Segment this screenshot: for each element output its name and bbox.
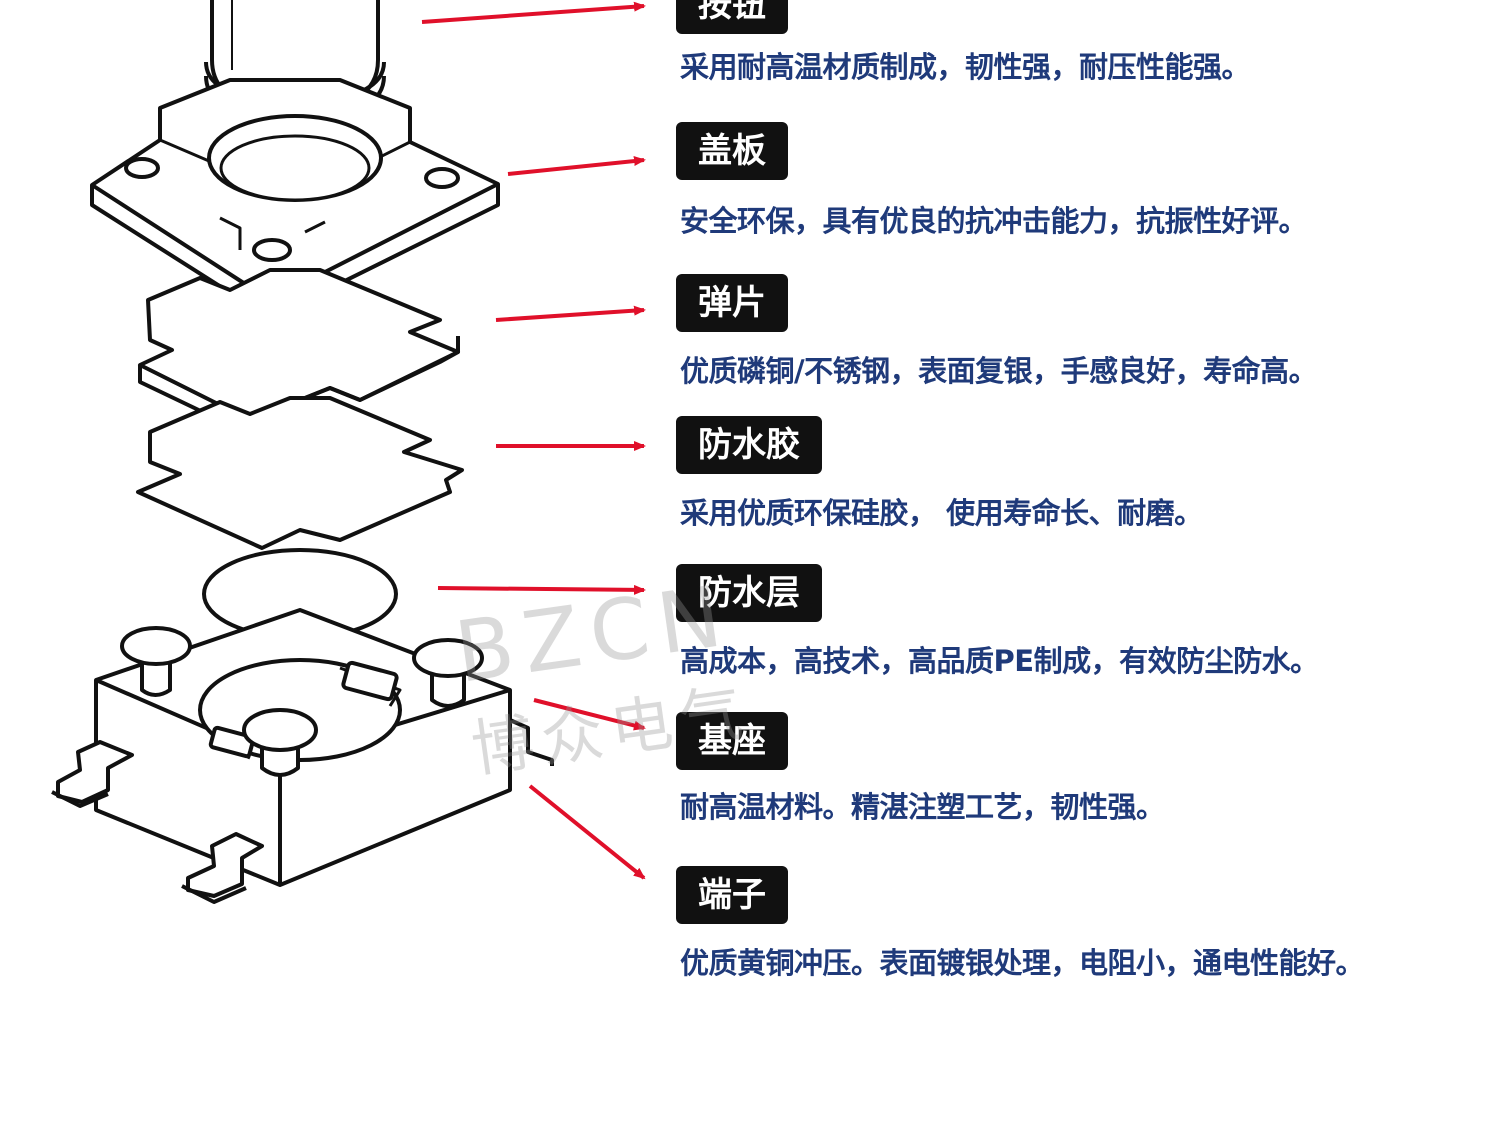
label-spring-sheet: 弹片 [676, 274, 788, 332]
arrow-spring-sheet [495, 305, 646, 322]
desc-waterproof-layer: 高成本，高技术，高品质PE制成，有效防尘防水。 [680, 644, 1319, 678]
arrow-button [421, 1, 646, 24]
arrow-cover-plate [507, 156, 646, 176]
label-waterproof-layer: 防水层 [676, 564, 822, 622]
desc-waterproof-rubber: 采用优质环保硅胶， 使用寿命长、耐磨。 [680, 496, 1203, 530]
base-drawing [51, 608, 554, 904]
cover-plate-drawing [90, 78, 500, 320]
desc-terminal: 优质黄铜冲压。表面镀银处理，电阻小，通电性能好。 [680, 946, 1365, 980]
arrow-terminal [528, 784, 646, 880]
desc-spring-sheet: 优质磷铜/不锈钢，表面复银，手感良好，寿命高。 [680, 354, 1318, 388]
pointer-arrows [421, 1, 646, 880]
desc-button: 采用耐高温材质制成，韧性强，耐压性能强。 [680, 50, 1251, 84]
arrow-waterproof-layer [437, 584, 646, 595]
label-base: 基座 [676, 712, 788, 770]
label-terminal: 端子 [676, 866, 788, 924]
label-button: 按钮 [676, 0, 788, 34]
label-waterproof-rubber: 防水胶 [676, 416, 822, 474]
waterproof-rubber-drawing [136, 396, 464, 550]
label-cover-plate: 盖板 [676, 122, 788, 180]
desc-base: 耐高温材料。精湛注塑工艺，韧性强。 [680, 790, 1165, 824]
arrow-base [533, 698, 646, 731]
desc-cover-plate: 安全环保，具有优良的抗冲击能力，抗振性好评。 [680, 204, 1308, 238]
